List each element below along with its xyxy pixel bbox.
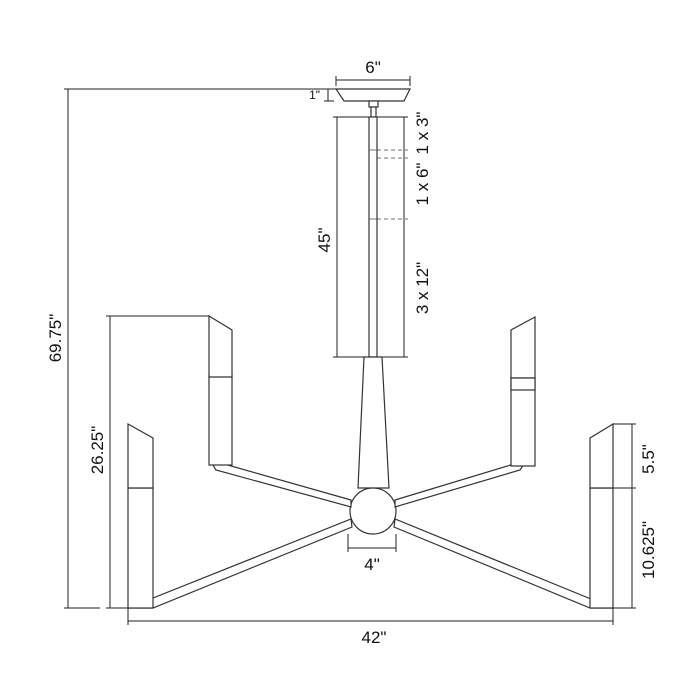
overall-height-label: 69.75" <box>46 314 65 363</box>
fixture-height-dimension <box>106 315 209 609</box>
downrod <box>333 116 408 358</box>
rod-3x12-label: 3 x 12" <box>413 262 432 314</box>
overall-width-dimension <box>127 608 614 625</box>
canopy-width-label: 6" <box>365 58 381 77</box>
fixture-height-label: 26.25" <box>88 426 107 475</box>
canopy-height-label: 1" <box>309 88 320 102</box>
overall-width-label: 42" <box>362 628 387 647</box>
rod-1x6-label: 1 x 6" <box>413 163 432 206</box>
rod-1x3-label: 1 x 3" <box>413 112 432 155</box>
shade-height-label: 5.5" <box>639 444 658 474</box>
arm-height-label: 10.625" <box>639 521 658 579</box>
canopy <box>324 76 411 118</box>
body-width-label: 4" <box>364 555 380 574</box>
overall-height-dimension <box>64 88 336 609</box>
central-body <box>347 356 397 552</box>
arms <box>127 314 614 609</box>
rod-length-label: 45" <box>315 228 334 253</box>
shade-and-arm-dimension <box>613 423 636 609</box>
